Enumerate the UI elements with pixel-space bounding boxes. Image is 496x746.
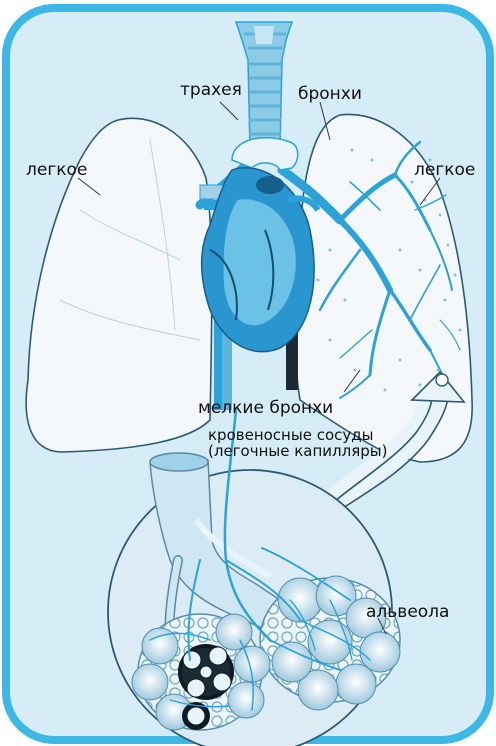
label-bronchi: бронхи	[298, 86, 362, 103]
label-small-bronchi: мелкие бронхи	[198, 400, 333, 417]
label-alveolus: альвеола	[366, 604, 449, 621]
label-lung-right: легкое	[414, 162, 475, 179]
label-blood-vessels: кровеносные сосуды (легочные капилляры)	[208, 428, 387, 460]
label-trachea: трахея	[180, 82, 242, 99]
label-lung-left: легкое	[26, 162, 87, 179]
